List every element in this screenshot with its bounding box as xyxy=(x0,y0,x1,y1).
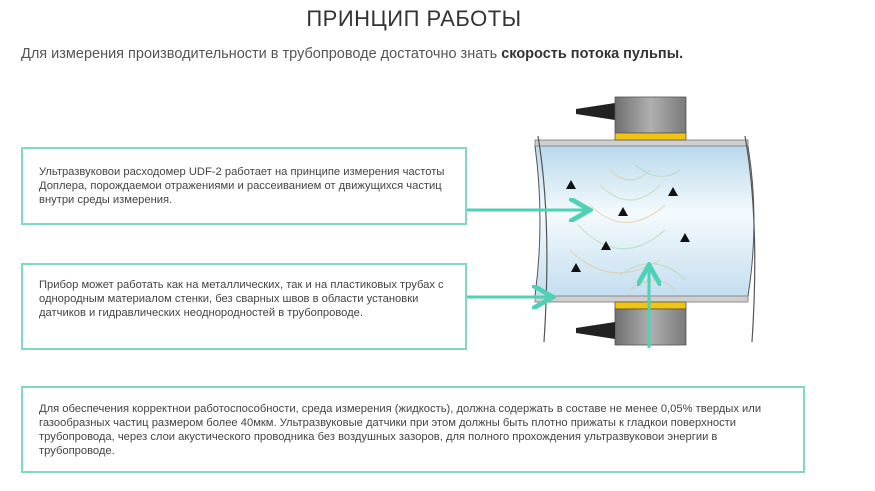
pipe-wall-top xyxy=(534,139,749,147)
pipe-interior xyxy=(535,146,754,296)
info-box-requirements-text: Для обеспечения корректнои работоспособн… xyxy=(39,403,762,457)
flowmeter-diagram xyxy=(467,96,756,348)
page-title: ПРИНЦИП РАБОТЫ xyxy=(306,6,522,31)
info-box-requirements: Для обеспечения корректнои работоспособн… xyxy=(21,386,805,473)
sensor-top xyxy=(576,96,687,141)
particle xyxy=(601,241,611,250)
sensor-bottom-cable xyxy=(576,322,615,339)
pipe-wall-bottom xyxy=(534,295,749,303)
particle xyxy=(571,263,581,272)
info-box-doppler-text: Ультразвуковои расходомер UDF-2 работает… xyxy=(39,166,445,206)
sensor-top-cable xyxy=(576,103,615,120)
pipe-edge-left xyxy=(537,135,548,343)
particle xyxy=(566,180,576,189)
lead-text: Для измерения производительности в трубо… xyxy=(21,46,683,62)
sensor-top-pad xyxy=(614,132,687,141)
particles xyxy=(566,180,690,272)
pipe-outline-right xyxy=(747,145,755,297)
info-box-pipe-material-text: Прибор может работать как на металлическ… xyxy=(39,279,444,319)
particle xyxy=(680,233,690,242)
particle xyxy=(618,207,628,216)
lead-bold: скорость потока пульпы. xyxy=(501,46,684,62)
sensor-top-body xyxy=(614,96,687,134)
sensor-bottom xyxy=(576,301,687,346)
info-box-pipe-material: Прибор может работать как на металлическ… xyxy=(21,263,467,350)
lead-plain: Для измерения производительности в трубо… xyxy=(21,46,502,62)
info-box-doppler: Ультразвуковои расходомер UDF-2 работает… xyxy=(21,147,467,225)
particle xyxy=(668,187,678,196)
pipe-outline-left xyxy=(534,145,541,297)
